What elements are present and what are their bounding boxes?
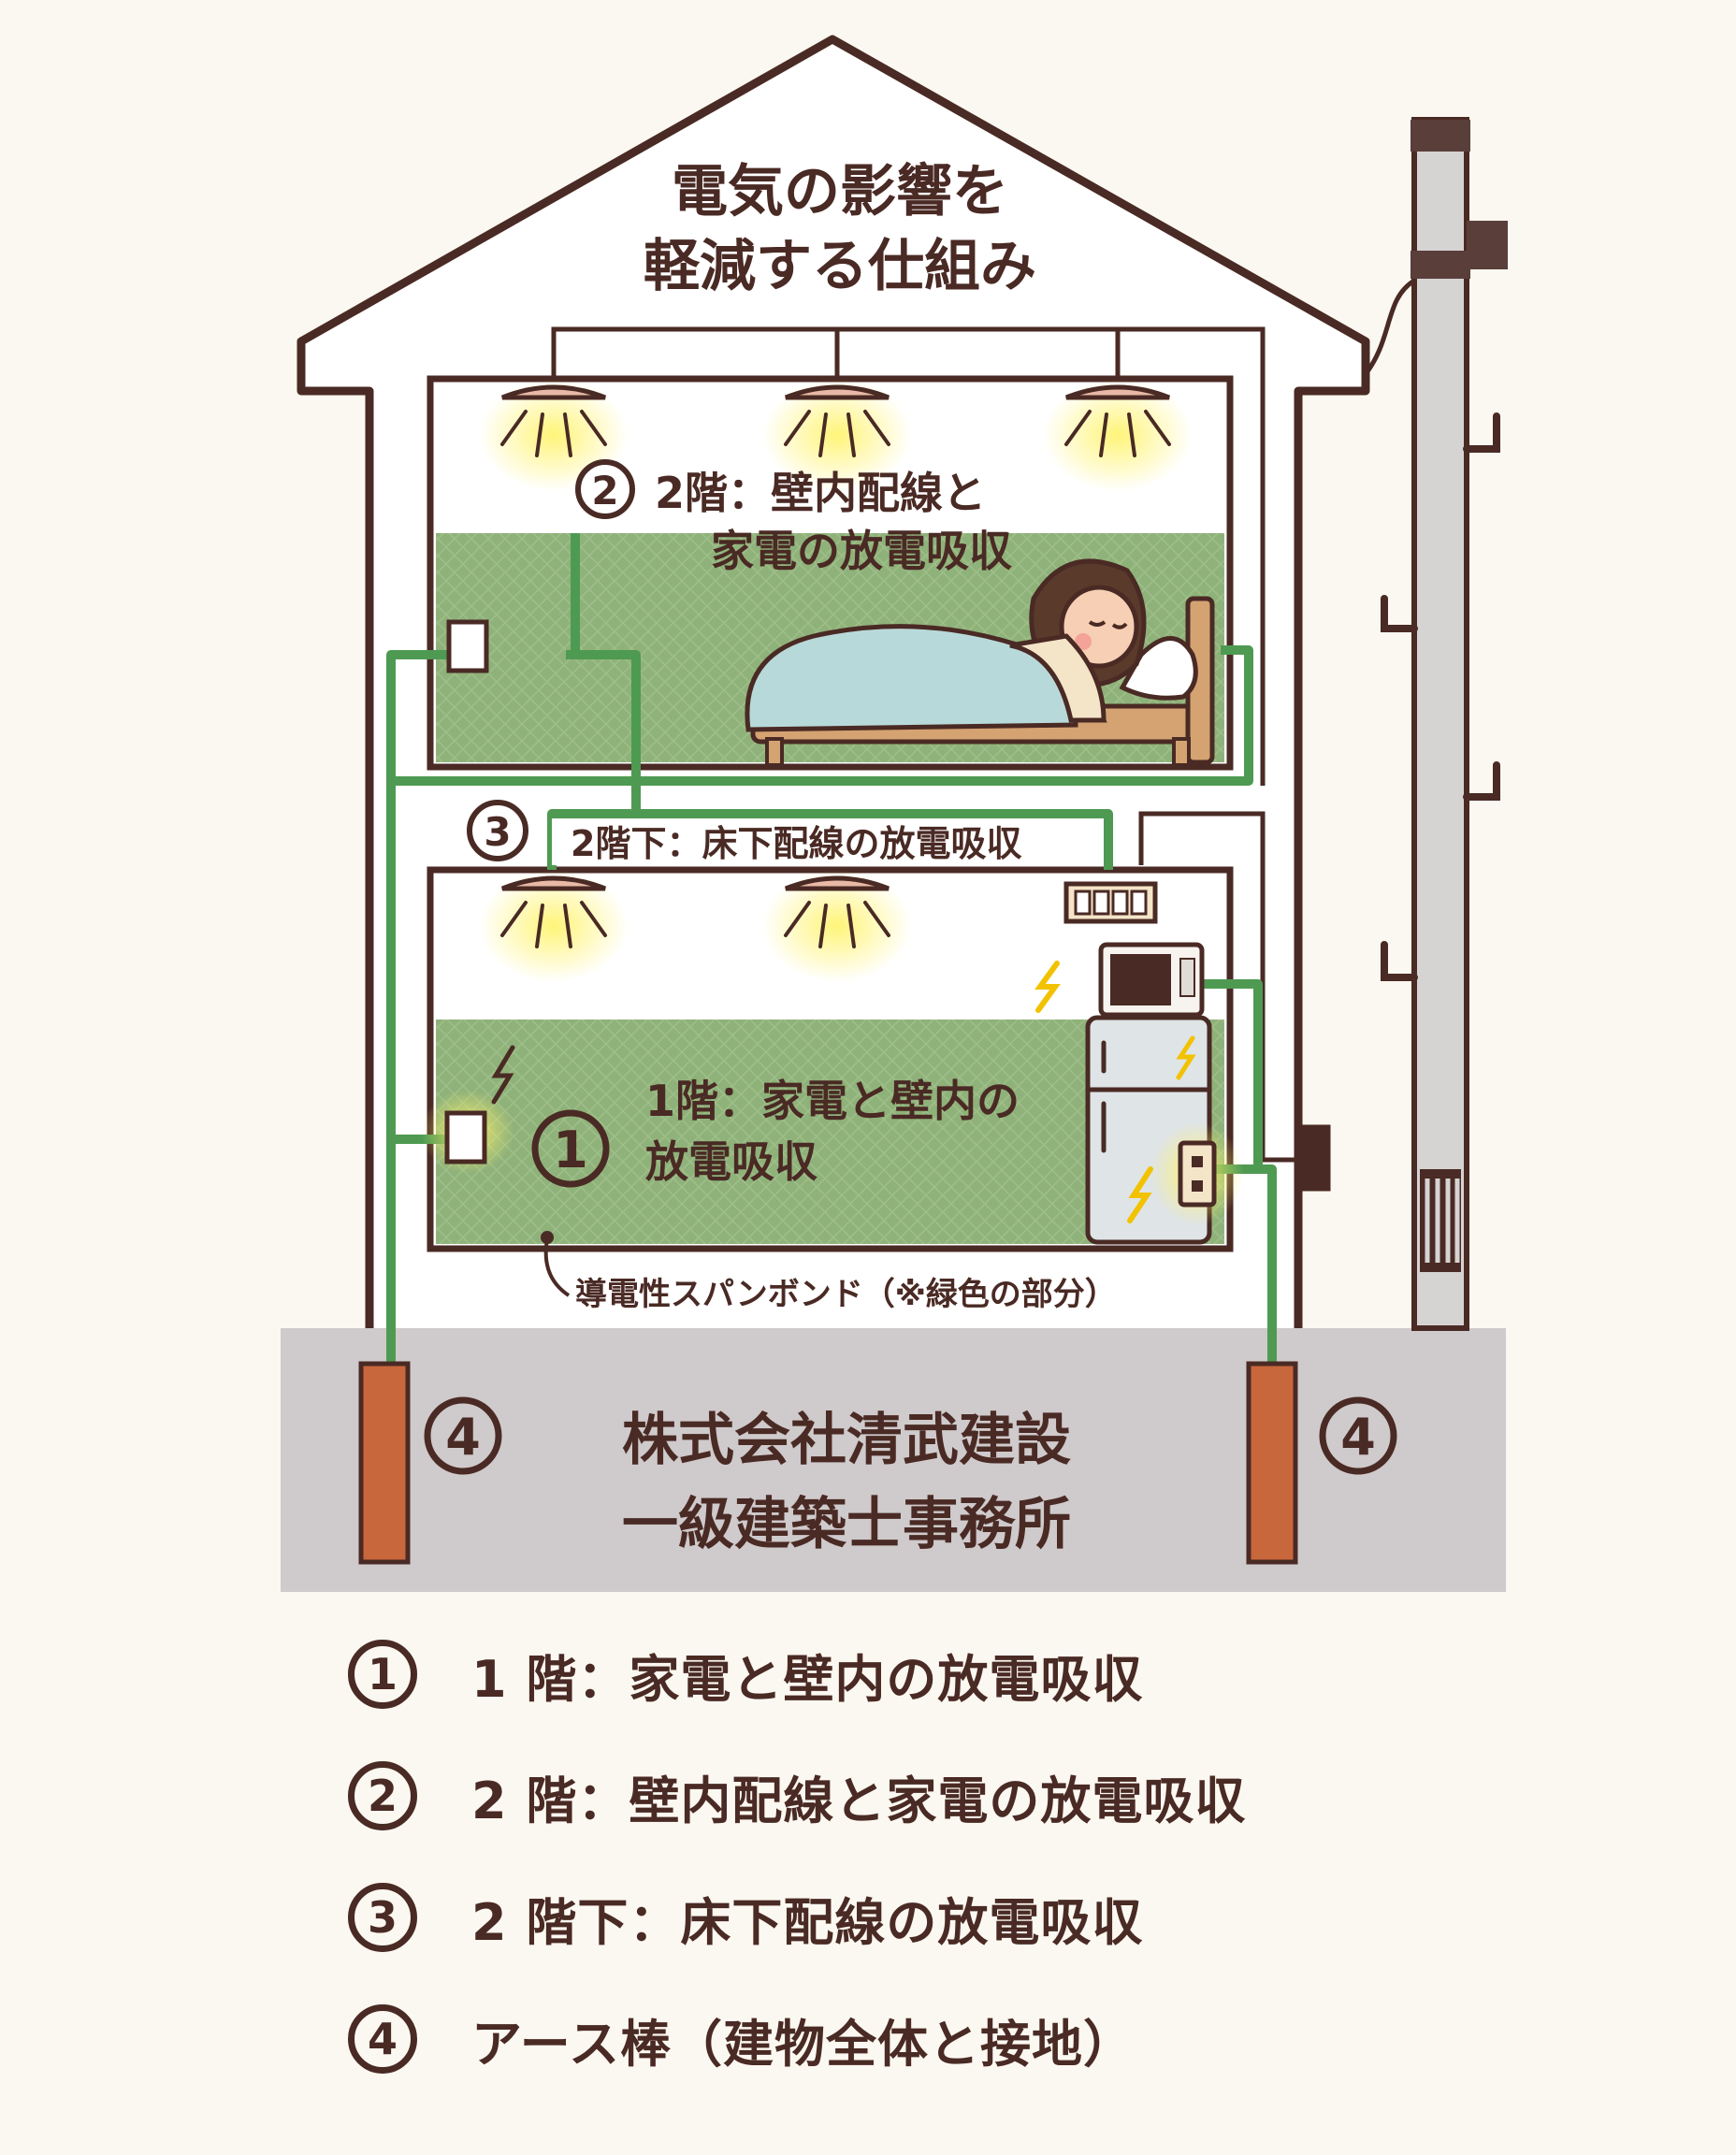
svg-text:4: 4: [445, 1408, 481, 1467]
title-line2: 軽減する仕組み: [644, 234, 1036, 299]
legend-text: アース棒（建物全体と接地）: [471, 2014, 1136, 2074]
spark-icon: [1034, 961, 1061, 1013]
ceiling-light: [762, 379, 912, 491]
ceiling-light: [1043, 379, 1193, 491]
legend-marker: 1: [348, 1640, 417, 1709]
microwave-icon: [1098, 942, 1205, 1018]
marker-4-left: 4: [424, 1396, 502, 1475]
svg-text:1: 1: [553, 1121, 588, 1179]
utility-pole: [1363, 117, 1508, 1331]
legend-item: 3 2 階下：床下配線の放電吸収: [348, 1857, 1470, 1978]
earth-rod-right: [1246, 1361, 1298, 1565]
marker-1: 1: [531, 1109, 610, 1188]
legend-marker: 2: [348, 1761, 417, 1830]
bed-sleeping-person: [745, 558, 1215, 767]
svg-text:3: 3: [484, 809, 511, 855]
wall-switch-icon: [446, 619, 489, 673]
spunbond-pointer: [543, 1238, 571, 1297]
ceiling-light: [762, 870, 912, 982]
floor1-label-line1: 1階：家電と壁内の: [645, 1076, 1020, 1126]
floor2-label-line1: 2階：壁内配線と: [655, 468, 986, 518]
under-floor-label: 2階下：床下配線の放電吸収: [571, 823, 1021, 864]
company-line2: 一級建築士事務所: [622, 1492, 1071, 1557]
wall-switch-icon: [421, 1090, 514, 1174]
spark-icon: [491, 1045, 515, 1105]
meter-panel-icon: [1063, 881, 1158, 924]
legend-text: 2 階下：床下配線の放電吸収: [471, 1892, 1144, 1952]
svg-text:2: 2: [591, 468, 618, 513]
legend-item: 4 アース棒（建物全体と接地）: [348, 1978, 1470, 2100]
legend-item: 2 2 階：壁内配線と家電の放電吸収: [348, 1735, 1470, 1857]
ceiling-light: [479, 870, 629, 982]
service-wiring: [551, 326, 1331, 1192]
spunbond-note: 導電性スパンボンド（※緑色の部分）: [575, 1276, 1117, 1313]
earth-wiring: [386, 533, 1277, 1364]
floor1-label-line2: 放電吸収: [645, 1136, 817, 1187]
wall-outlet-icon: [1150, 1122, 1244, 1225]
legend-text: 1 階：家電と壁内の放電吸収: [471, 1649, 1144, 1709]
title-line1: 電気の影響を: [672, 159, 1008, 224]
marker-2: 2: [575, 459, 635, 519]
legend: 1 1 階：家電と壁内の放電吸収 2 2 階：壁内配線と家電の放電吸収 3 2 …: [348, 1613, 1470, 2100]
earth-rod-left: [358, 1361, 411, 1565]
legend-text: 2 階：壁内配線と家電の放電吸収: [471, 1771, 1247, 1830]
marker-4-right: 4: [1319, 1396, 1397, 1475]
svg-text:4: 4: [1340, 1408, 1376, 1467]
legend-marker: 4: [348, 2004, 417, 2074]
company-line1: 株式会社清武建設: [622, 1408, 1071, 1473]
marker-3: 3: [467, 800, 528, 861]
legend-marker: 3: [348, 1883, 417, 1952]
floor2-label-line2: 家電の放電吸収: [711, 526, 1012, 576]
legend-item: 1 1 階：家電と壁内の放電吸収: [348, 1613, 1470, 1735]
